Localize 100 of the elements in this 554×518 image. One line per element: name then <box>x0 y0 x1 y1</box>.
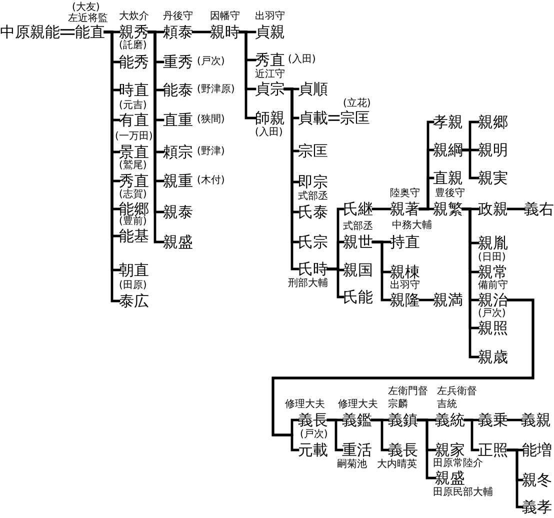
annotation-label: (入田) <box>255 128 283 138</box>
person-name: 親盛 <box>435 470 465 486</box>
lineage-line <box>416 418 436 480</box>
person-name: 頼泰 <box>163 24 193 40</box>
annotation-label: 宗麟 <box>388 400 408 410</box>
annotation-label: 出羽守 <box>390 281 420 291</box>
annotation-label: 式部丞 <box>343 222 373 232</box>
person-name: 重秀 <box>163 54 193 70</box>
person-name: 重活 <box>342 442 372 458</box>
person-name: 有直 <box>119 112 149 128</box>
annotation-label: 式部丞 <box>298 192 328 202</box>
lineage-line <box>370 418 390 452</box>
annotation-label: 田原民部大輔 <box>433 488 493 498</box>
annotation-label: 左衛門督 <box>388 387 428 397</box>
annotation-label: (一万田) <box>115 132 153 142</box>
lineage-line <box>506 448 524 508</box>
person-name: 親冬 <box>522 472 552 488</box>
annotation-label: 大内晴英 <box>377 460 417 470</box>
lineage-line <box>372 240 392 302</box>
person-name: 義乗 <box>478 412 508 428</box>
annotation-label: 大炊介 <box>119 12 149 22</box>
person-name: 宗匡 <box>298 144 328 158</box>
annotation-label: 陸奥守 <box>390 189 420 199</box>
person-name: 親棟 <box>390 264 420 280</box>
person-name: 氏泰 <box>298 204 328 220</box>
lineage-line <box>464 418 480 452</box>
person-name: 親隆 <box>390 292 420 308</box>
annotation-label: 備前守 <box>478 281 508 291</box>
annotation-label: (豊前) <box>119 217 147 227</box>
person-name: 元載 <box>298 442 328 458</box>
annotation-label: (託磨) <box>119 41 147 51</box>
person-name: 親常 <box>478 264 508 280</box>
annotation-label: (田原) <box>119 281 147 291</box>
annotation-label: (日田) <box>478 253 506 263</box>
person-name: 能直 <box>75 24 105 40</box>
person-name: 義統 <box>435 412 465 428</box>
lineage-line <box>462 148 480 180</box>
annotation-label: (狭間) <box>197 115 225 125</box>
annotation-label: (野津原) <box>197 85 235 95</box>
annotation-label: (元吉) <box>119 101 147 111</box>
double-line <box>60 29 75 35</box>
person-name: 親明 <box>478 142 508 158</box>
person-name: 貞順 <box>298 82 328 96</box>
person-name: 貞親 <box>255 24 285 40</box>
annotation-label: 左兵衛督 <box>437 387 477 397</box>
person-name: 親家 <box>435 442 465 458</box>
annotation-label: (戸次) <box>197 57 225 67</box>
lineage-line <box>418 208 434 210</box>
annotation-label: (鷲尾) <box>119 161 147 171</box>
person-name: 親世 <box>343 234 373 250</box>
person-name: 持直 <box>390 234 420 250</box>
person-name: 親治 <box>478 292 508 308</box>
person-name: 氏宗 <box>298 234 328 250</box>
lineage-line <box>238 30 256 120</box>
person-name: 政親 <box>478 202 508 216</box>
person-name: 能基 <box>119 228 149 244</box>
person-name: 貞載 <box>298 110 328 126</box>
person-name: 正照 <box>478 442 508 458</box>
annotation-label: 刑部大輔 <box>288 279 328 289</box>
person-name: 親繁 <box>433 202 463 216</box>
person-name: 義鎮 <box>388 412 418 428</box>
annotation-label: (立花) <box>343 99 371 109</box>
person-name: 親時 <box>210 24 240 40</box>
person-name: 義孝 <box>522 500 552 514</box>
person-name: 朝直 <box>119 262 149 278</box>
person-name: 即宗 <box>298 174 328 190</box>
annotation-label: 修理大夫 <box>285 400 325 410</box>
annotation-label: (志賀) <box>119 190 147 200</box>
person-name: 宗匡 <box>340 110 370 126</box>
annotation-label: 田原常陸介 <box>433 459 483 469</box>
person-name: 師親 <box>255 110 285 126</box>
person-name: 直親 <box>433 170 463 186</box>
annotation-label: 近江守 <box>255 70 285 80</box>
annotation-label: 豊後守 <box>435 189 465 199</box>
annotation-label: 左近将監 <box>68 14 108 24</box>
lineage-line <box>506 208 526 210</box>
annotation-label: (木付) <box>197 176 225 186</box>
annotation-label: (戸次) <box>300 430 328 440</box>
person-name: 親秀 <box>119 24 149 40</box>
person-name: 能増 <box>522 442 552 458</box>
person-name: 秀直 <box>255 52 285 68</box>
person-name: 氏継 <box>343 202 373 216</box>
person-name: 泰広 <box>119 294 149 308</box>
person-name: 親実 <box>478 170 508 186</box>
person-name: 親泰 <box>163 204 193 220</box>
person-name: 義親 <box>521 412 551 428</box>
person-name: 義長 <box>388 442 418 458</box>
double-line <box>328 115 340 121</box>
person-name: 能郷 <box>119 202 149 216</box>
person-name: 能泰 <box>163 82 193 98</box>
lineage-line <box>506 418 522 422</box>
annotation-label: 吉統 <box>437 400 457 410</box>
annotation-label: 修理大夫 <box>338 400 378 410</box>
person-name: 時直 <box>119 82 149 98</box>
annotation-label: 中務大輔 <box>392 221 432 231</box>
person-name: 中原親能 <box>0 24 60 40</box>
lineage-line <box>418 298 434 302</box>
person-name: 親綱 <box>433 142 463 158</box>
lineage-line <box>326 418 344 452</box>
person-name: 貞宗 <box>255 82 285 96</box>
